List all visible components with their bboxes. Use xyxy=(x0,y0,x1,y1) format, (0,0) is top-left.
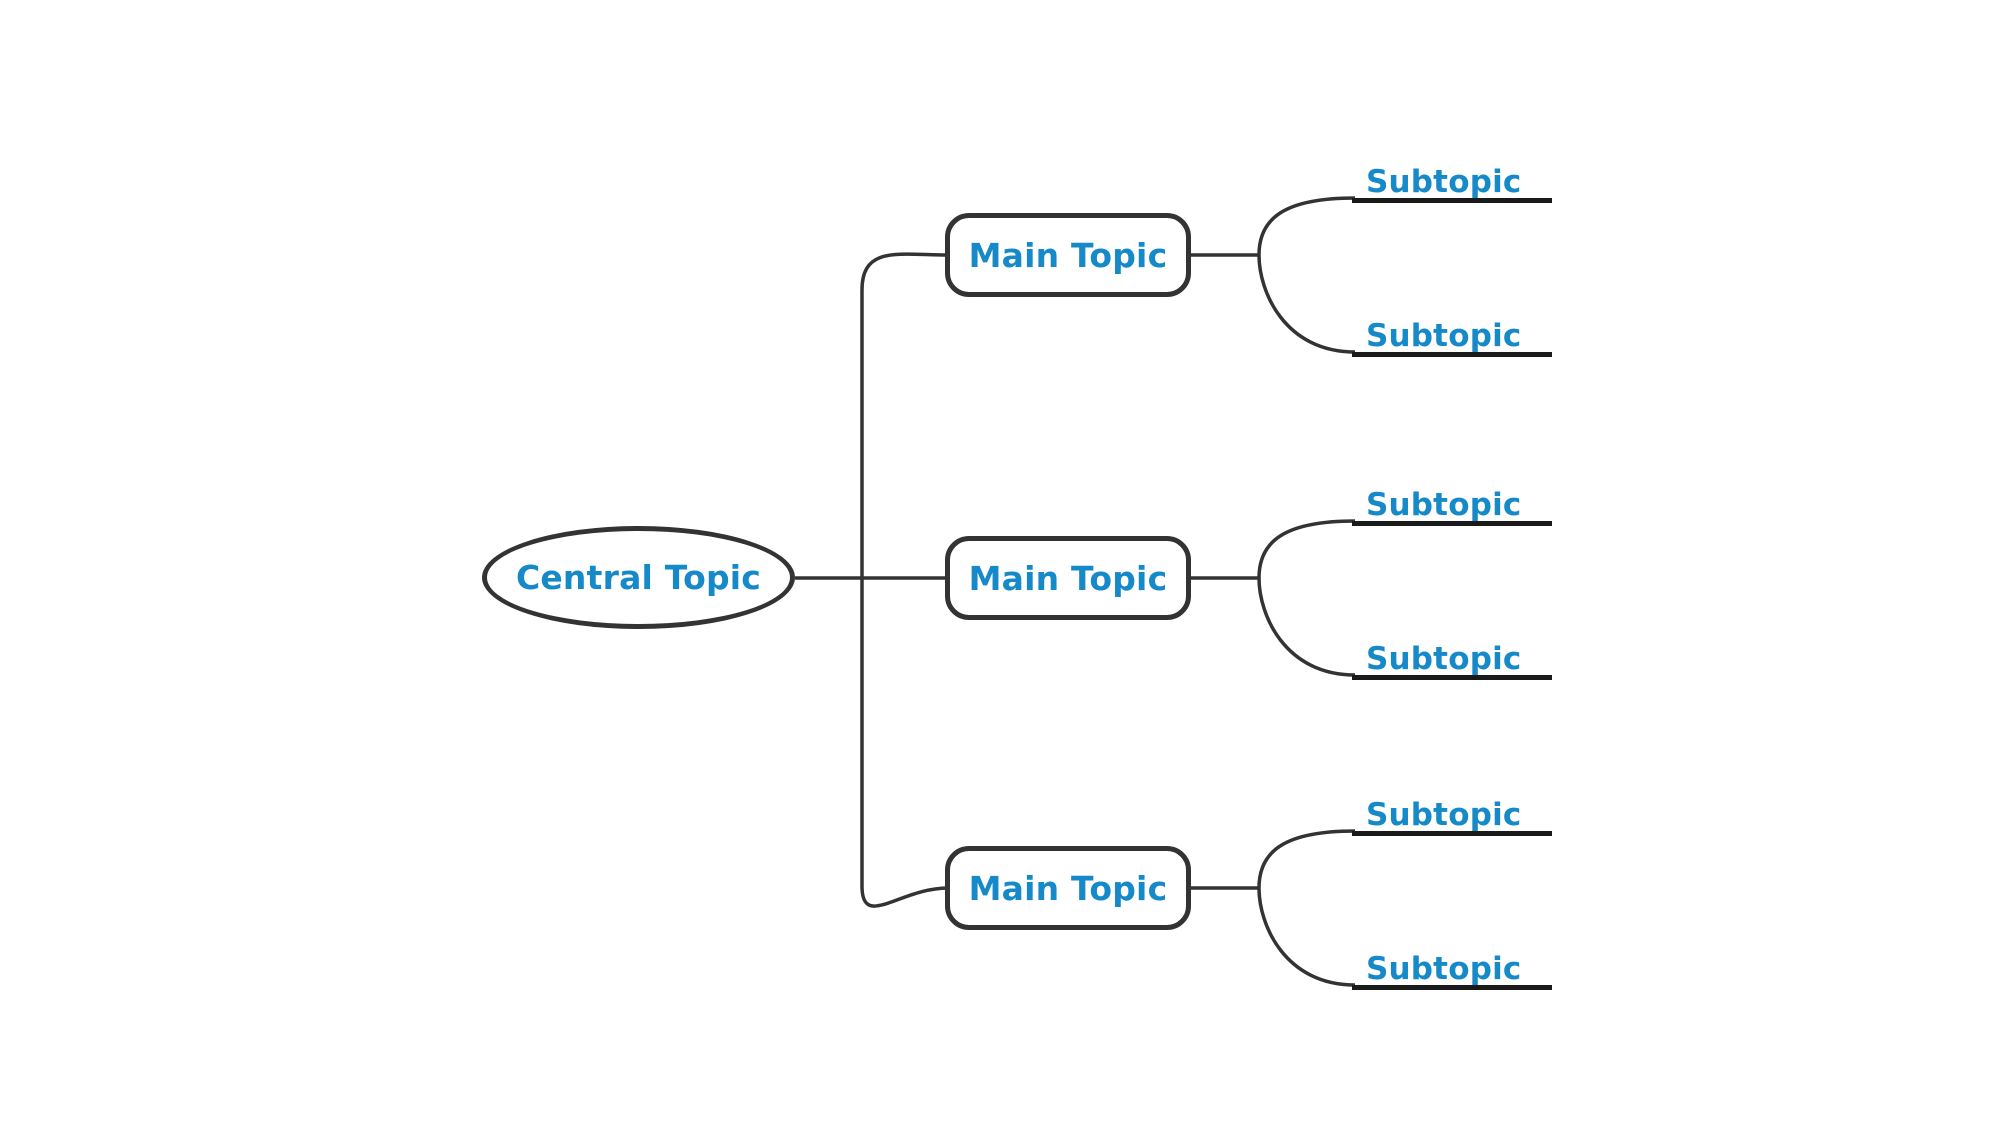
subtopic-node-2-1[interactable]: Subtopic xyxy=(1352,481,1552,526)
subtopic-label-3-2: Subtopic xyxy=(1366,951,1522,987)
edge-trunk-to-main-3 xyxy=(860,885,949,908)
central-topic-node[interactable]: Central Topic xyxy=(482,526,795,629)
subtopic-underline-3-1 xyxy=(1352,831,1552,836)
subtopic-node-3-1[interactable]: Subtopic xyxy=(1352,791,1552,836)
subtopic-label-1-2: Subtopic xyxy=(1366,318,1522,354)
subtopic-node-2-2[interactable]: Subtopic xyxy=(1352,635,1552,680)
subtopic-node-1-1[interactable]: Subtopic xyxy=(1352,158,1552,203)
edge-main-1-bracket xyxy=(1257,196,1356,354)
subtopic-label-1-1: Subtopic xyxy=(1366,164,1522,200)
subtopic-underline-2-2 xyxy=(1352,675,1552,680)
subtopic-underline-3-2 xyxy=(1352,985,1552,990)
subtopic-label-2-2: Subtopic xyxy=(1366,641,1522,677)
central-topic-label: Central Topic xyxy=(515,558,762,597)
subtopic-underline-1-1 xyxy=(1352,198,1552,203)
main-topic-node-2[interactable]: Main Topic xyxy=(945,536,1191,620)
edge-main-3-bracket xyxy=(1257,829,1356,987)
subtopic-underline-2-1 xyxy=(1352,521,1552,526)
main-topic-label-3: Main Topic xyxy=(968,868,1168,908)
subtopic-label-2-1: Subtopic xyxy=(1366,487,1522,523)
main-topic-label-2: Main Topic xyxy=(968,558,1168,598)
edge-main-2-bracket xyxy=(1257,519,1356,677)
edge-trunk-to-main-1 xyxy=(860,252,949,291)
subtopic-label-3-1: Subtopic xyxy=(1366,797,1522,833)
subtopic-underline-1-2 xyxy=(1352,352,1552,357)
subtopic-node-1-2[interactable]: Subtopic xyxy=(1352,312,1552,357)
main-topic-node-3[interactable]: Main Topic xyxy=(945,846,1191,930)
main-topic-node-1[interactable]: Main Topic xyxy=(945,213,1191,297)
main-topic-label-1: Main Topic xyxy=(968,235,1168,275)
subtopic-node-3-2[interactable]: Subtopic xyxy=(1352,945,1552,990)
